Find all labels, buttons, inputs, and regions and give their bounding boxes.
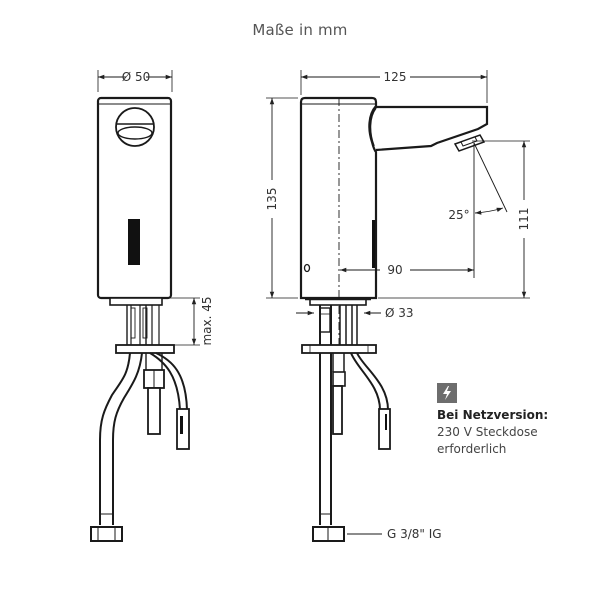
side-view [266, 70, 530, 542]
sensor-slot [128, 219, 140, 265]
dim-side-height: 135 [265, 188, 279, 211]
dim-sensor-angle: 25° [448, 208, 469, 222]
lightning-icon [437, 383, 457, 403]
dim-side-length: 125 [384, 70, 407, 84]
dim-spout-height: 111 [517, 208, 531, 231]
dim-mount-depth: max. 45 [200, 296, 214, 345]
note-line-2: erforderlich [437, 442, 507, 456]
note-heading: Bei Netzversion: [437, 408, 549, 422]
drawing-title: Maße in mm [252, 21, 348, 39]
power-note: Bei Netzversion: 230 V Steckdose erforde… [437, 383, 597, 458]
dim-front-width: Ø 50 [122, 70, 151, 84]
note-line-1: 230 V Steckdose [437, 425, 538, 439]
sensor-window-icon [115, 107, 155, 147]
dim-base-diameter: Ø 33 [385, 306, 414, 320]
dim-connection: G 3/8" IG [387, 527, 442, 541]
front-view [90, 70, 200, 542]
dim-spout-reach: 90 [387, 263, 402, 277]
